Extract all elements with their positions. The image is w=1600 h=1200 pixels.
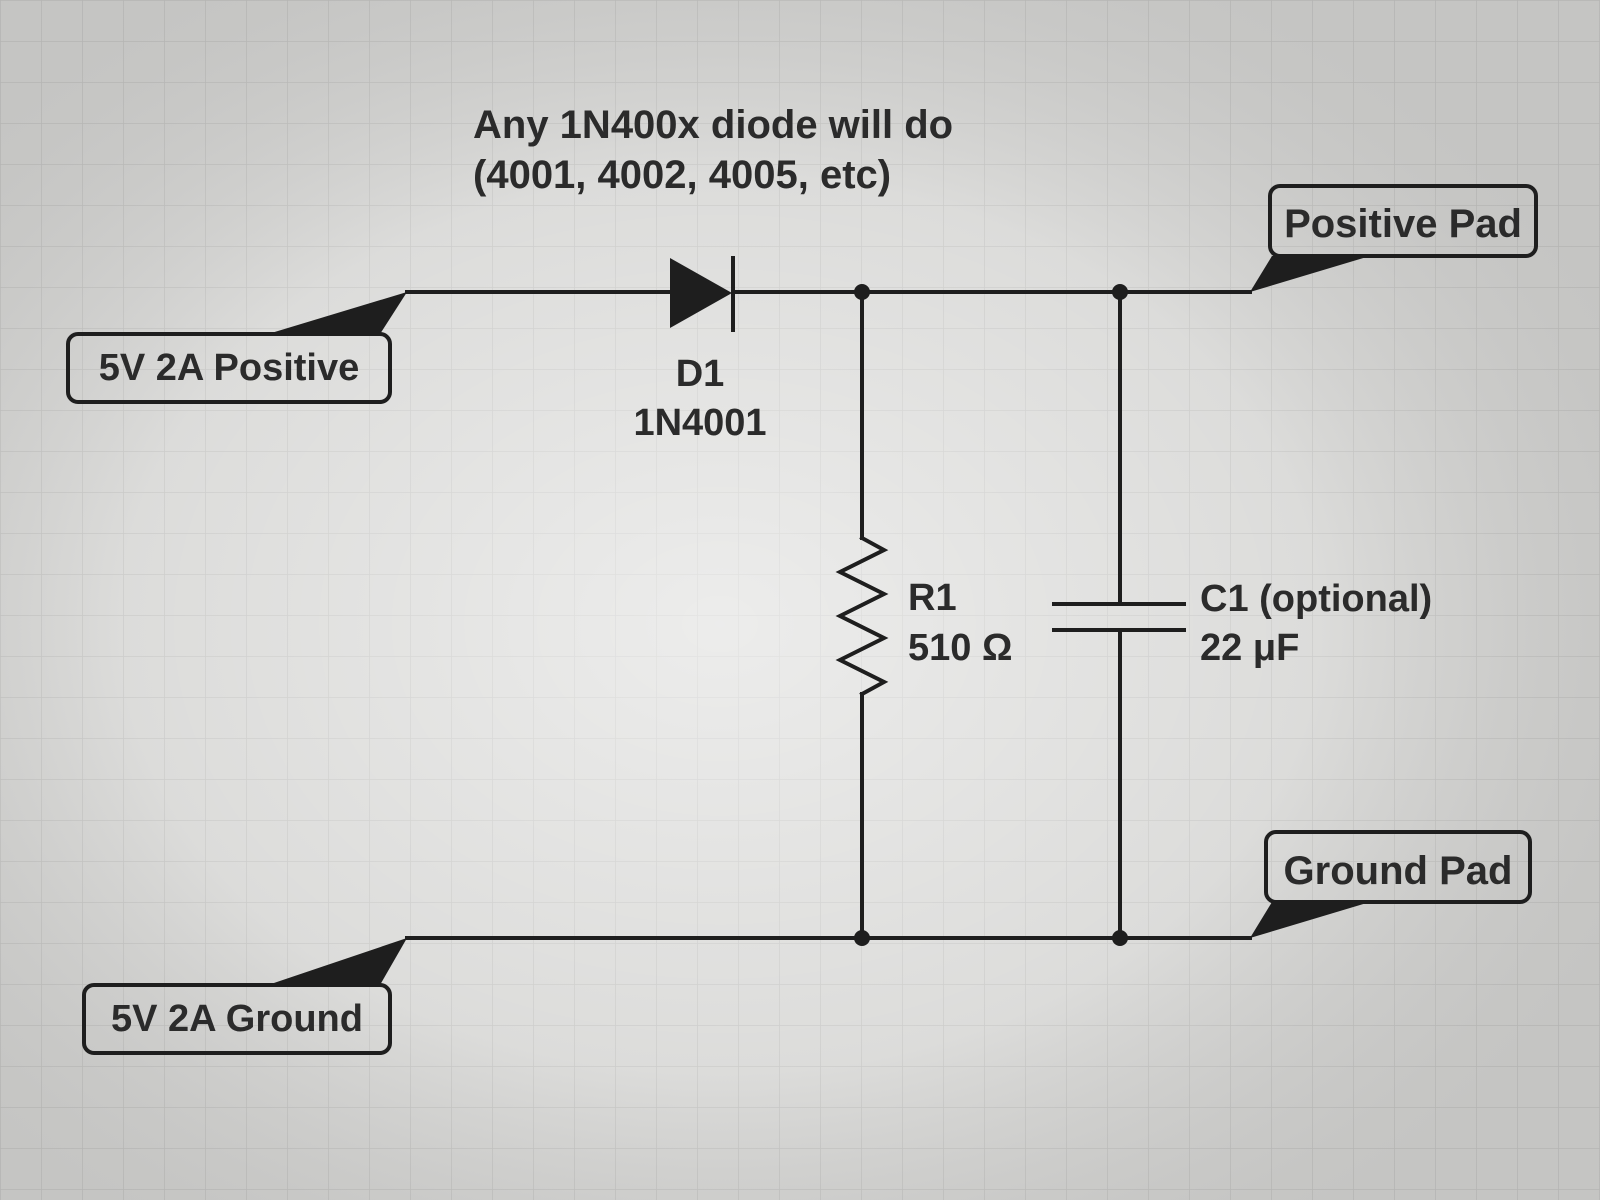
port-input-ground: 5V 2A Ground (82, 938, 407, 1055)
resistor-value: 510 Ω (908, 627, 1012, 669)
diode-ref: D1 (676, 353, 725, 395)
junction-c1-top (1112, 284, 1128, 300)
capacitor-ref: C1 (optional) (1200, 578, 1432, 620)
junction-c1-bottom (1112, 930, 1128, 946)
port-input-positive-label: 5V 2A Positive (99, 347, 360, 389)
diode-value: 1N4001 (633, 402, 766, 444)
resistor-ref: R1 (908, 577, 957, 619)
diode-note-line2: (4001, 4002, 4005, etc) (473, 153, 891, 197)
port-input-ground-label: 5V 2A Ground (111, 998, 363, 1040)
capacitor-value: 22 μF (1200, 627, 1299, 669)
junction-r1-bottom (854, 930, 870, 946)
port-output-positive: Positive Pad (1250, 184, 1538, 292)
resistor-r1-symbol (835, 535, 889, 697)
diode-d1-symbol (670, 256, 735, 332)
port-output-positive-label: Positive Pad (1284, 202, 1522, 246)
port-output-ground: Ground Pad (1250, 830, 1532, 938)
diode-note-line1: Any 1N400x diode will do (473, 103, 953, 147)
junction-r1-top (854, 284, 870, 300)
port-input-positive: 5V 2A Positive (66, 292, 407, 404)
port-output-ground-label: Ground Pad (1284, 849, 1513, 893)
